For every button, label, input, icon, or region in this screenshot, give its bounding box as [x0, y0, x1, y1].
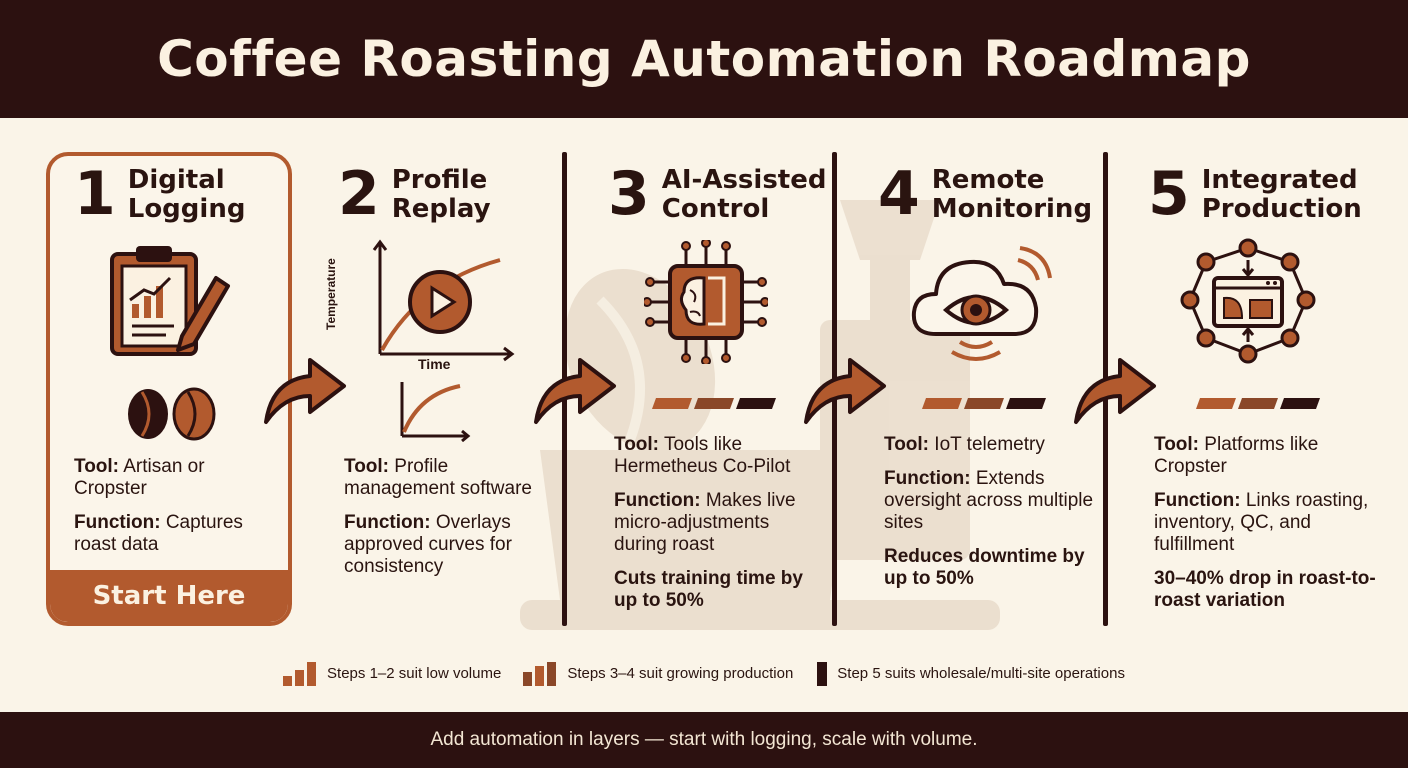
- step-5-function: Links roasting, inventory, QC, and fulfi…: [1154, 490, 1369, 555]
- step-3-function-label: Function:: [614, 490, 701, 511]
- arrow-4-to-5-icon: [1074, 358, 1156, 424]
- step-2-function: Overlays approved curves for consistency: [344, 512, 512, 577]
- header-banner: Coffee Roasting Automation Roadmap: [0, 0, 1408, 118]
- step-2-title-line1: Profile: [391, 165, 488, 195]
- arrow-1-to-2-icon: [264, 358, 346, 424]
- step-5-heading: 5 Integrated Production: [1148, 164, 1362, 224]
- step-1-function: Captures roast data: [74, 512, 243, 555]
- step-5-volume-bars: [1195, 398, 1321, 409]
- legend-item-low-volume: Steps 1–2 suit low volume: [283, 660, 501, 686]
- step-5-tool-label: Tool:: [1154, 434, 1200, 455]
- profile-curve-icon: [372, 239, 515, 362]
- step-1: 1 Digital Logging Tool: Artisan or Crops…: [46, 150, 292, 630]
- coffee-beans-icon: [128, 387, 216, 441]
- step-4-tool: IoT telemetry: [934, 434, 1045, 455]
- step-3-title: AI-Assisted Control: [662, 166, 827, 224]
- step-4-function: Extends oversight across multiple sites: [884, 468, 1094, 533]
- legend-label-low-volume: Steps 1–2 suit low volume: [327, 664, 502, 682]
- network-dashboard-icon: [1180, 238, 1316, 364]
- step-5-highlight: 30–40% drop in roast-to-roast variation: [1154, 568, 1376, 611]
- wholesale-bar-icon: [817, 662, 828, 686]
- step-5-function-label: Function:: [1154, 490, 1241, 511]
- step-3-volume-bars: [651, 398, 777, 409]
- step-5-title: Integrated Production: [1202, 166, 1362, 224]
- small-curve-icon: [400, 382, 471, 442]
- start-here-label: Start Here: [92, 581, 246, 611]
- step-4-tool-label: Tool:: [884, 434, 930, 455]
- step-4-heading: 4 Remote Monitoring: [878, 164, 1092, 224]
- step-1-number: 1: [74, 159, 116, 229]
- footer-banner: Add automation in layers — start with lo…: [0, 712, 1408, 768]
- step-2: 2 Profile Replay Temperature Time Tool: …: [310, 150, 560, 630]
- step-2-info: Tool: Profile management software Functi…: [344, 456, 549, 590]
- step-3-title-line1: AI-Assisted: [661, 165, 827, 195]
- legend-label-wholesale: Step 5 suits wholesale/multi-site operat…: [837, 664, 1125, 682]
- arrow-3-to-4-icon: [804, 358, 886, 424]
- step-4-title-line2: Monitoring: [931, 194, 1093, 224]
- step-2-tool-label: Tool:: [344, 456, 390, 477]
- step-5: 5 Integrated Production Tool: Platforms …: [1120, 150, 1390, 630]
- step-1-title-line2: Logging: [127, 194, 246, 224]
- y-axis-label: Temperature: [324, 258, 338, 330]
- arrow-2-to-3-icon: [534, 358, 616, 424]
- step-3-tool: Tools like Hermetheus Co-Pilot: [614, 434, 791, 477]
- step-4-info: Tool: IoT telemetry Function: Extends ov…: [884, 434, 1094, 602]
- legend-item-wholesale: Step 5 suits wholesale/multi-site operat…: [815, 660, 1125, 686]
- step-2-number: 2: [338, 159, 380, 229]
- step-1-function-label: Function:: [74, 512, 161, 533]
- step-1-card: Start Here: [46, 152, 292, 626]
- step-3-heading: 3 AI-Assisted Control: [608, 164, 826, 224]
- step-3-info: Tool: Tools like Hermetheus Co-Pilot Fun…: [614, 434, 824, 624]
- start-here-banner[interactable]: Start Here: [50, 570, 288, 622]
- step-2-heading: 2 Profile Replay: [338, 164, 491, 224]
- step-4-function-label: Function:: [884, 468, 971, 489]
- step-4-title: Remote Monitoring: [932, 166, 1092, 224]
- step-5-info: Tool: Platforms like Cropster Function: …: [1154, 434, 1379, 624]
- step-5-tool: Platforms like Cropster: [1154, 434, 1319, 477]
- step-1-info: Tool: Artisan or Cropster Function: Capt…: [74, 456, 274, 568]
- step-2-tool: Profile management software: [344, 456, 532, 499]
- step-1-title: Digital Logging: [128, 166, 246, 224]
- step-3-number: 3: [608, 159, 650, 229]
- step-3-title-line2: Control: [661, 194, 770, 224]
- step-4-volume-bars: [921, 398, 1047, 409]
- legend: Steps 1–2 suit low volume Steps 3–4 suit…: [0, 660, 1408, 686]
- step-5-title-line1: Integrated: [1201, 165, 1358, 195]
- step-2-function-label: Function:: [344, 512, 431, 533]
- legend-item-growing: Steps 3–4 suit growing production: [523, 660, 793, 686]
- step-2-title: Profile Replay: [392, 166, 491, 224]
- footer-text: Add automation in layers — start with lo…: [430, 729, 978, 750]
- step-3-function: Makes live micro-adjustments during roas…: [614, 490, 796, 555]
- growing-volume-bars-icon: [523, 662, 557, 686]
- step-2-title-line2: Replay: [391, 194, 491, 224]
- step-4-title-line1: Remote: [931, 165, 1045, 195]
- step-4: 4 Remote Monitoring Tool: IoT telemetry …: [850, 150, 1100, 630]
- step-1-heading: 1 Digital Logging: [74, 164, 245, 224]
- x-axis-label: Time: [418, 356, 451, 372]
- step-3: 3 AI-Assisted Control Tool: Tools like H…: [580, 150, 830, 630]
- page-title: Coffee Roasting Automation Roadmap: [157, 30, 1251, 88]
- clipboard-chart-icon: [110, 246, 230, 356]
- low-volume-bars-icon: [283, 662, 317, 686]
- step-3-highlight: Cuts training time by up to 50%: [614, 568, 803, 611]
- legend-label-growing: Steps 3–4 suit growing production: [567, 664, 794, 682]
- step-5-number: 5: [1148, 159, 1190, 229]
- cloud-eye-icon: [911, 246, 1052, 361]
- step-4-highlight: Reduces downtime by up to 50%: [884, 546, 1085, 589]
- step-1-tool: Artisan or Cropster: [74, 456, 205, 499]
- ai-chip-brain-icon: [644, 240, 768, 364]
- step-4-number: 4: [878, 159, 920, 229]
- step-3-tool-label: Tool:: [614, 434, 660, 455]
- step-1-tool-label: Tool:: [74, 456, 120, 477]
- step-1-title-line1: Digital: [127, 165, 225, 195]
- step-5-title-line2: Production: [1201, 194, 1362, 224]
